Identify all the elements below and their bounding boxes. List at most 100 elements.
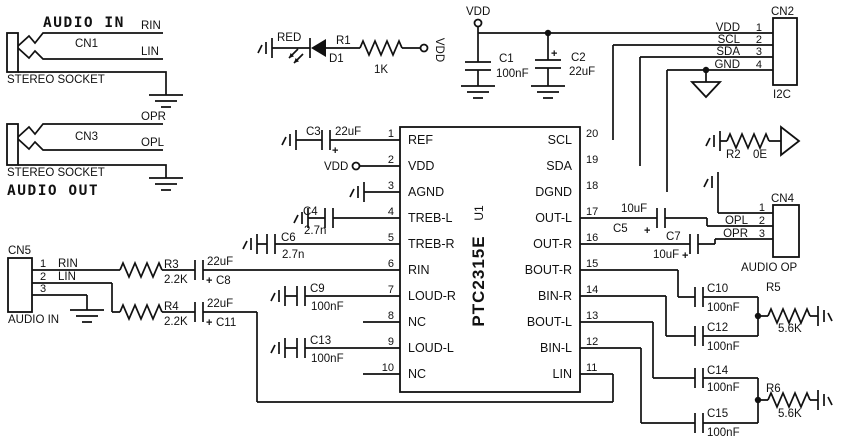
cn4-gnd-wire (717, 192, 773, 214)
ic-left-passives-block: C3 22uF + VDD C4 2.7n C6 2.7n C9 100nF C (242, 126, 400, 375)
resistor-r3 (119, 262, 163, 278)
r6-value: 5.6K (778, 408, 802, 420)
vdd-terminal-icon (419, 43, 429, 53)
r4-value: 2.2K (164, 316, 188, 328)
earth-ground-icon (349, 181, 365, 203)
pin-num: 16 (586, 232, 598, 244)
earth-ground-icon (270, 337, 286, 359)
r5-value: 5.6K (778, 323, 802, 335)
r2-ref: R2 (726, 149, 741, 161)
polarity-plus: + (206, 275, 212, 287)
cn1-sleeve-wire (18, 71, 167, 95)
lin-wires (162, 311, 614, 403)
c10-value: 100nF (707, 302, 740, 314)
capacitor-c1 (465, 61, 491, 71)
ic-pin-dgnd: DGND (535, 185, 572, 199)
c14-wires (580, 321, 758, 379)
cn5-ref: CN5 (8, 245, 31, 257)
cn3-ref: CN3 (75, 131, 98, 143)
led-diode-icon (311, 39, 326, 57)
capacitor-c8 (194, 259, 204, 281)
pin-num: 15 (586, 258, 598, 270)
audio-in-header-block: CN5 AUDIO IN 1 2 3 RIN LIN R3 2.2K 22uF … (7, 245, 614, 403)
pin-num: 10 (382, 362, 394, 374)
r3-ref: R3 (164, 259, 179, 271)
c13-value: 100nF (311, 353, 344, 365)
c11-ref: C11 (216, 317, 236, 329)
outl-wires (580, 217, 773, 227)
pin-num: 14 (586, 284, 598, 296)
c1-value: 100nF (496, 68, 529, 80)
pin-num: 7 (388, 284, 394, 296)
resistor-r6 (767, 392, 811, 408)
r1-value: 1K (374, 64, 388, 76)
ic-pin-trebr: TREB-R (408, 237, 455, 251)
earth-ground-icon (705, 130, 721, 152)
capacitor-c5 (656, 207, 666, 229)
ic-pin-trebl: TREB-L (408, 211, 453, 225)
led-wires (272, 38, 420, 58)
c6-value: 2.7n (282, 249, 304, 261)
cn4-caption: AUDIO OP (741, 262, 798, 274)
pin-num: 18 (586, 180, 598, 192)
r2-network-block: R2 0E (705, 125, 801, 161)
c12-ref: C12 (707, 322, 728, 334)
pin-num: 4 (388, 206, 394, 218)
resistor-r4 (119, 304, 163, 320)
ic-ref: U1 (472, 205, 486, 221)
i2c-header-block: CN2 I2C VDD SCL SDA GND 1 2 3 4 (612, 6, 798, 192)
ic-pin-sda: SDA (546, 159, 572, 173)
pin-num: 13 (586, 310, 598, 322)
ic-part-number: PTC2315E (469, 235, 488, 326)
net-label-opl: OPL (141, 137, 165, 149)
cn3-tip-contact (17, 123, 163, 138)
cn3-caption: STEREO SOCKET (7, 167, 105, 179)
c11-value: 22uF (207, 298, 233, 310)
audio-out-socket-block: CN3 OPR OPL STEREO SOCKET AUDIO OUT (6, 111, 184, 199)
earth-ground-icon (270, 285, 286, 307)
led-arrowhead-icon (289, 53, 294, 58)
stereo-socket-cn1-body (6, 32, 19, 73)
polarity-plus: + (332, 145, 338, 157)
capacitor-c2 (535, 59, 561, 69)
cn2-header-body (772, 17, 798, 86)
cn2-pin4-net: GND (714, 59, 740, 71)
capacitor-c7 (689, 233, 699, 255)
r3-value: 2.2K (164, 274, 188, 286)
cn4-header-body (772, 204, 800, 258)
cn4-pin2-num: 2 (759, 215, 765, 227)
capacitor-c11 (194, 301, 204, 323)
cn1-caption: STEREO SOCKET (7, 74, 105, 86)
earth-ground-icon (148, 94, 184, 108)
c14-value: 100nF (707, 382, 740, 394)
r4-ref: R4 (164, 301, 179, 313)
polarity-plus: + (644, 225, 650, 237)
polarity-plus: + (551, 48, 557, 60)
ic-pin-binl: BIN-L (540, 341, 572, 355)
vdd-terminal-icon (351, 161, 361, 171)
capacitor-c3 (321, 129, 331, 151)
cn5-pin-wires (32, 269, 120, 313)
capacitor-c12 (694, 325, 704, 347)
earth-ground-icon (530, 85, 566, 99)
cn5-pin2-num: 2 (40, 271, 46, 283)
cn5-caption: AUDIO IN (8, 314, 59, 326)
pin-num: 9 (388, 336, 394, 348)
c6-ref: C6 (281, 232, 296, 244)
cn5-pin1-net: RIN (58, 258, 78, 270)
pin-num: 12 (586, 336, 598, 348)
c7-value: 10uF (653, 249, 679, 261)
r5-ref: R5 (766, 282, 781, 294)
r2-value: 0E (753, 149, 767, 161)
c4-value: 2.7n (304, 225, 326, 237)
cn5-pin1-num: 1 (40, 258, 46, 270)
audio-in-socket-block: AUDIO IN CN1 RIN LIN STEREO SOCKET (6, 15, 184, 108)
earth-ground-icon (242, 233, 258, 255)
c9-ref: C9 (310, 283, 325, 295)
ic-pin-rin: RIN (408, 263, 430, 277)
outr-wires (580, 238, 773, 245)
cn2-pin2-net: SCL (718, 34, 741, 46)
cn2-pin-wires (613, 44, 773, 71)
ic-pin-nc8: NC (408, 315, 426, 329)
ic-pin-loudl: LOUD-L (408, 341, 454, 355)
